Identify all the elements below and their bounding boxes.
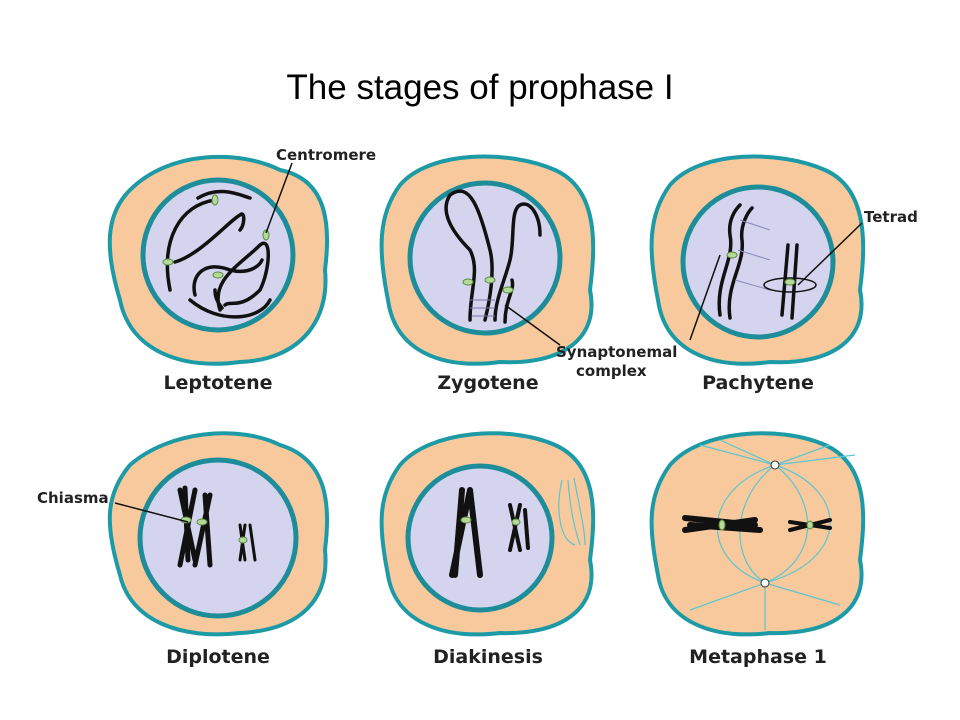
label-tetrad: Tetrad <box>864 208 918 226</box>
cell-zygotene <box>379 154 596 366</box>
stage-label-metaphase-1: Metaphase 1 <box>689 646 827 668</box>
stage-label-zygotene: Zygotene <box>437 372 538 394</box>
label-synaptonemal-1: Synaptonemal <box>556 343 677 361</box>
stage-label-pachytene: Pachytene <box>702 372 814 394</box>
cell-pachytene <box>649 154 866 366</box>
label-centromere: Centromere <box>276 146 376 164</box>
cell-diplotene <box>107 431 330 637</box>
label-chiasma: Chiasma <box>37 489 109 507</box>
stage-label-diakinesis: Diakinesis <box>433 646 543 668</box>
slide-title: The stages of prophase I <box>286 68 674 107</box>
label-synaptonemal-2: complex <box>576 362 647 380</box>
cell-leptotene <box>107 154 330 366</box>
cell-diakinesis <box>379 431 596 637</box>
cell-metaphase-1 <box>649 431 866 637</box>
stage-label-leptotene: Leptotene <box>163 372 272 394</box>
stage-label-diplotene: Diplotene <box>166 646 270 668</box>
